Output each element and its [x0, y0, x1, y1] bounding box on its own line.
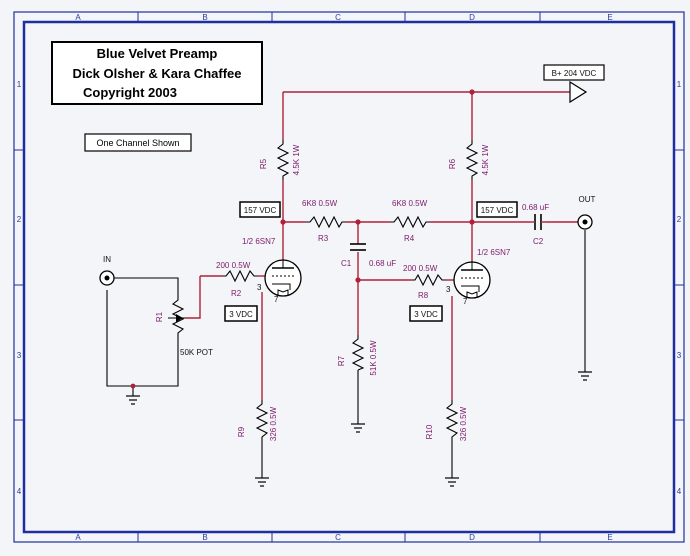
r6-value: 4.5K 1W [481, 144, 490, 175]
svg-text:157 VDC: 157 VDC [244, 206, 277, 215]
r7-ref: R7 [337, 355, 346, 366]
r4-resistor [390, 215, 430, 229]
one-channel-note: One Channel Shown [84, 133, 192, 152]
ground-input [126, 395, 140, 405]
zone-row-2-right: 2 [677, 215, 682, 224]
c2-ref: C2 [533, 237, 544, 246]
voltage-plate-1: 157 VDC [239, 201, 281, 218]
tube-v1 [264, 259, 302, 297]
r4-value: 6K8 0.5W [392, 199, 428, 208]
r1-ref: R1 [155, 311, 164, 322]
in-label: IN [103, 255, 111, 264]
input-jack: IN [99, 255, 115, 286]
ground-r10 [445, 477, 459, 487]
r8-ref: R8 [418, 291, 429, 300]
r7-resistor [351, 335, 365, 371]
output-jack: OUT [577, 195, 596, 230]
v1-pin-cathode: 3 [257, 283, 262, 292]
v1-pin-heater: 7 [274, 295, 279, 304]
c1-ref: C1 [341, 259, 352, 268]
voltage-plate-2: 157 VDC [476, 201, 518, 218]
zone-col-a: A [75, 13, 81, 22]
junction-dots [280, 89, 475, 283]
ground-r9 [255, 477, 269, 487]
out-label: OUT [579, 195, 596, 204]
drawing-frame: A B C D E A B C D E 1 2 3 4 1 2 3 4 [13, 11, 685, 543]
ground-junction [130, 383, 136, 389]
r2-resistor [222, 269, 258, 283]
c1-capacitor [350, 243, 366, 251]
zone-col-a-bottom: A [75, 533, 81, 542]
zone-col-d-bottom: D [469, 533, 475, 542]
title-line-1: Blue Velvet Preamp [97, 46, 218, 61]
r1-value: 50K POT [180, 348, 213, 357]
r9-resistor [255, 400, 269, 440]
title-block: Blue Velvet Preamp Dick Olsher & Kara Ch… [51, 41, 263, 105]
r8-resistor [412, 273, 446, 287]
supply-terminal: B+ 204 VDC [543, 64, 605, 104]
pot-wiper [168, 314, 185, 322]
ground-r7 [351, 423, 365, 433]
r4-ref: R4 [404, 234, 415, 243]
svg-text:3 VDC: 3 VDC [414, 310, 438, 319]
v2-label: 1/2 6SN7 [477, 248, 511, 257]
voltage-cathode-2: 3 VDC [409, 305, 443, 322]
tube-v2 [453, 261, 491, 299]
voltage-cathode-1: 3 VDC [224, 305, 258, 322]
wiring [185, 91, 578, 400]
c1-value: 0.68 uF [369, 259, 396, 268]
zone-col-d: D [469, 13, 475, 22]
ground-symbols [126, 371, 592, 487]
r6-resistor [465, 140, 479, 180]
v2-pin-heater: 7 [463, 297, 468, 306]
ground-output [578, 371, 592, 381]
c2-value: 0.68 uF [522, 203, 549, 212]
zone-row-3-right: 3 [677, 351, 682, 360]
r3-value: 6K8 0.5W [302, 199, 338, 208]
zone-row-3: 3 [17, 351, 22, 360]
zone-row-2: 2 [17, 215, 22, 224]
title-line-2: Dick Olsher & Kara Chaffee [72, 66, 241, 81]
svg-text:One Channel Shown: One Channel Shown [96, 138, 179, 148]
r10-ref: R10 [425, 424, 434, 439]
r8-value: 200 0.5W [403, 264, 438, 273]
zone-row-1-right: 1 [677, 80, 682, 89]
zone-col-e-bottom: E [607, 533, 612, 542]
r9-ref: R9 [237, 426, 246, 437]
r9-value: 326 0.5W [269, 406, 278, 441]
r5-ref: R5 [259, 158, 268, 169]
r5-value: 4.5K 1W [292, 144, 301, 175]
r7-value: 51K 0.5W [369, 340, 378, 376]
r3-ref: R3 [318, 234, 329, 243]
zone-row-4: 4 [17, 487, 22, 496]
v1-label: 1/2 6SN7 [242, 237, 276, 246]
component-labels: R5 4.5K 1W R6 4.5K 1W 6K8 0.5W R3 6K8 0.… [155, 144, 549, 441]
zone-row-4-right: 4 [677, 487, 682, 496]
r10-value: 326 0.5W [459, 406, 468, 441]
r5-resistor [276, 140, 290, 180]
r2-ref: R2 [231, 289, 242, 298]
resistor-symbols [171, 140, 479, 440]
r10-resistor [445, 400, 459, 440]
r2-value: 200 0.5W [216, 261, 251, 270]
title-line-3: Copyright 2003 [83, 85, 177, 100]
zone-col-c-bottom: C [335, 533, 341, 542]
r3-resistor [306, 215, 346, 229]
r6-ref: R6 [448, 158, 457, 169]
zone-col-b: B [202, 13, 207, 22]
supply-label: B+ 204 VDC [552, 69, 597, 78]
input-wiring [106, 230, 586, 478]
zone-col-c: C [335, 13, 341, 22]
zone-row-1: 1 [17, 80, 22, 89]
v2-pin-cathode: 3 [446, 285, 451, 294]
zone-col-e: E [607, 13, 612, 22]
svg-text:157 VDC: 157 VDC [481, 206, 514, 215]
zone-col-b-bottom: B [202, 533, 207, 542]
svg-text:3 VDC: 3 VDC [229, 310, 253, 319]
c2-capacitor [534, 214, 542, 230]
